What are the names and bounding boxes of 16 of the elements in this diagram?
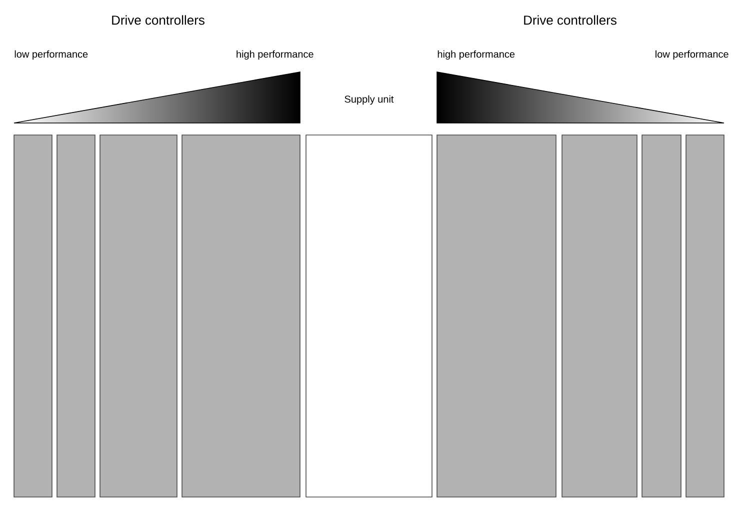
performance-label: high performance	[438, 50, 515, 60]
performance-label: low performance	[656, 50, 728, 60]
module-box	[562, 134, 638, 498]
supply-box: Supply unit	[306, 95, 432, 498]
module-box	[14, 134, 52, 498]
module-box	[182, 134, 300, 498]
group-heading: Drive controllers	[524, 15, 616, 25]
module-box	[56, 134, 96, 498]
node-label: Supply unit	[344, 95, 394, 105]
module-box	[436, 134, 556, 498]
module-box	[100, 134, 178, 498]
module-box	[642, 134, 682, 498]
group-heading: Drive controllers	[112, 15, 204, 25]
performance-label: low performance	[14, 50, 88, 60]
module-box	[686, 134, 724, 498]
performance-label: high performance	[236, 50, 314, 60]
